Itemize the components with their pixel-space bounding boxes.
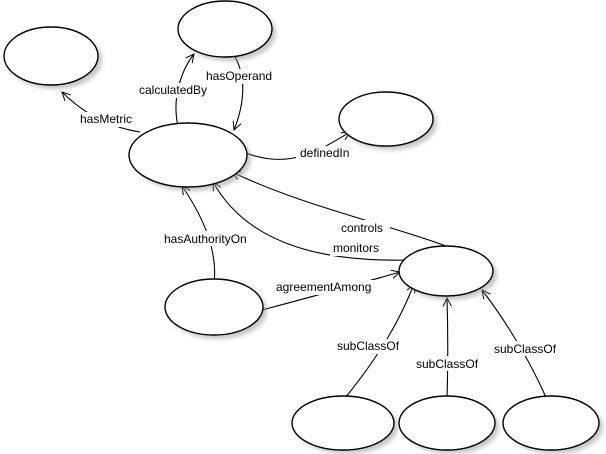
node-document[interactable] <box>338 91 437 150</box>
label-calculatedBy: calculatedBy <box>139 83 207 97</box>
edge-subClassOf-1 <box>344 284 414 399</box>
label-subClassOf-2: subClassOf <box>416 357 479 371</box>
node-metric[interactable] <box>3 26 102 89</box>
edge-controls <box>232 172 447 247</box>
label-subClassOf-1: subClassOf <box>337 339 400 353</box>
label-monitors: monitors <box>333 241 379 255</box>
node-agreement[interactable] <box>398 245 497 300</box>
node-authority[interactable] <box>164 278 267 339</box>
label-subClassOf-3: subClassOf <box>494 342 557 356</box>
node-central[interactable] <box>128 122 251 191</box>
label-controls: controls <box>341 221 383 235</box>
label-hasAuthorityOn: hasAuthorityOn <box>164 232 247 246</box>
edge-monitors <box>213 182 411 261</box>
edge-hasOperand <box>231 51 244 130</box>
node-subclass-2[interactable] <box>398 395 499 454</box>
label-hasMetric: hasMetric <box>80 112 132 126</box>
node-operand[interactable] <box>177 0 276 61</box>
edge-subClassOf-2 <box>447 298 448 401</box>
label-definedIn: definedIn <box>300 146 349 160</box>
label-agreementAmong: agreementAmong <box>276 280 371 294</box>
node-subclass-3[interactable] <box>502 395 603 454</box>
label-hasOperand: hasOperand <box>206 69 272 83</box>
node-subclass-1[interactable] <box>291 395 398 454</box>
